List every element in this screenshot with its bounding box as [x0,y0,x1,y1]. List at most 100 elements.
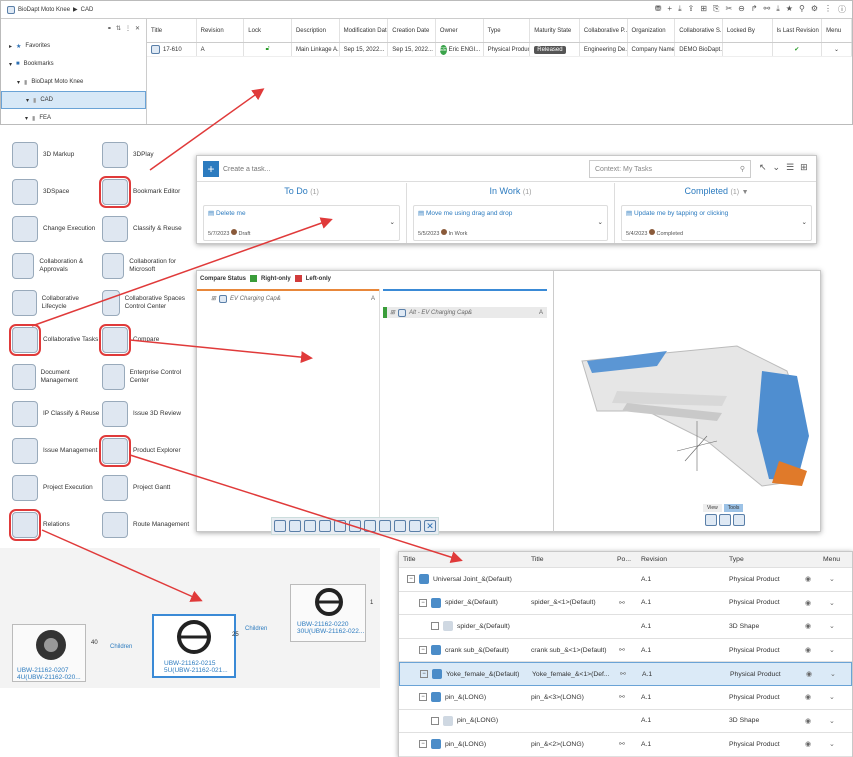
column-header[interactable]: Maturity State [530,19,580,42]
app-icon[interactable] [102,475,128,501]
app-icon[interactable] [12,364,36,390]
tab-view[interactable]: View [703,504,722,512]
section-icon[interactable] [719,514,731,526]
list-icon[interactable]: ☰ [786,162,795,172]
relation-node-center[interactable]: UBW-21162-0215 5U(UBW-21162-021... [152,614,236,678]
column-header[interactable]: Type [484,19,531,42]
column-header[interactable]: Owner [436,19,484,42]
collapse-icon[interactable]: ▾ [26,97,30,104]
breadcrumb-item[interactable]: BioDapt Moto Knee [18,6,71,13]
app-item[interactable]: Bookmark Editor [99,176,192,208]
app-icon[interactable] [12,142,38,168]
app-icon[interactable] [102,290,120,316]
eye-icon[interactable]: ◉ [805,623,811,631]
chevron-down-icon[interactable]: ⌄ [829,623,835,631]
more-icon[interactable]: ⋮ [824,4,832,13]
column-header[interactable]: Is Last Revision [773,19,823,42]
layers-icon[interactable] [364,520,376,532]
expand-icon[interactable]: − [419,646,427,655]
measure-icon[interactable] [733,514,745,526]
column-header[interactable]: Po... [617,556,631,563]
chevron-down-icon[interactable]: ⌄ [829,717,835,725]
binoculars-icon[interactable]: ⚭ [106,25,112,32]
chevron-down-icon[interactable]: ⌄ [801,219,807,226]
expand-icon[interactable]: − [420,670,428,679]
app-item[interactable]: Project Execution [12,475,102,501]
context-search-field[interactable]: Context: My Tasks⚲ [589,160,751,178]
app-item[interactable]: 3DSpace [12,179,102,205]
unlock-icon[interactable]: 🔓︎ [244,43,292,56]
expand-icon[interactable]: − [419,740,427,749]
upload-icon[interactable]: ⇪ [687,4,695,13]
column-header[interactable]: Title [147,19,197,42]
task-title[interactable]: ▤ Delete me [208,210,246,217]
app-item[interactable]: Enterprise Control Center [102,364,192,390]
collapse-icon[interactable]: ▾ [25,115,29,122]
split-icon[interactable] [334,520,346,532]
app-icon[interactable] [102,253,125,279]
column-header[interactable]: Type [729,556,744,563]
expand-icon[interactable]: ▸ [9,43,13,50]
app-item[interactable]: 3D Markup [12,142,102,168]
app-icon[interactable] [9,509,41,541]
table-row[interactable]: 17-610 A 🔓︎ Main Linkage A... Sep 15, 20… [147,43,852,57]
info-icon[interactable]: ⓘ [838,5,846,14]
tab-tools[interactable]: Tools [723,504,744,512]
eye-icon[interactable]: ◉ [806,671,812,679]
tree-item-favorites[interactable]: ▸★Favorites [1,37,146,55]
more-icon[interactable]: ⋮ [124,25,131,32]
app-icon[interactable] [12,179,38,205]
compare-right-row[interactable]: ⊞Alt - EV Charging Cap&A [383,307,547,318]
app-item[interactable]: Document Management [12,364,102,390]
collapse-icon[interactable]: ▾ [9,61,13,68]
column-header[interactable]: Title [531,556,544,563]
create-task-input[interactable] [223,161,585,177]
app-icon[interactable] [12,438,38,464]
app-item[interactable]: Change Execution [12,216,102,242]
chevron-down-icon[interactable]: ⌄ [829,694,835,702]
app-icon[interactable] [12,253,35,279]
filter-icon[interactable]: ▼ [741,189,749,196]
cursor-icon[interactable]: ↖ [759,162,767,172]
column-header[interactable]: Revision [641,556,668,563]
app-icon[interactable] [12,401,38,427]
relation-node-right[interactable]: UBW-21162-0220 30U(UBW-21162-022... [290,584,366,642]
home-icon[interactable] [274,520,286,532]
eye-icon[interactable]: ◉ [805,741,811,749]
delete-icon[interactable]: ⊖ [738,4,745,13]
download-icon[interactable]: ⤓ [776,4,780,13]
expand-icon[interactable]: − [407,575,415,584]
insert-icon[interactable]: ⤓ [678,4,682,13]
relation-node-left[interactable]: UBW-21162-0207 4U(UBW-21162-020... [12,624,86,682]
tree-item-project[interactable]: ▾▮BioDapt Moto Knee [1,73,146,91]
arrow-up-icon[interactable] [289,520,301,532]
star-icon[interactable]: ★ [785,4,793,13]
tree-item-bookmarks[interactable]: ▾■Bookmarks [1,55,146,73]
search-icon[interactable]: ⚲ [739,166,745,173]
settings-icon[interactable] [409,520,421,532]
app-item[interactable]: Collaborative Spaces Control Center [102,290,192,316]
app-icon[interactable] [102,401,128,427]
app-icon[interactable] [12,290,37,316]
share-icon[interactable]: ↱ [750,4,758,13]
search-icon[interactable]: ⚲ [798,4,805,13]
tree-item-fea[interactable]: ▾▮FEA [1,109,146,124]
task-card[interactable]: ▤ Delete me 5/7/2023 Draft ⌄ [203,205,400,241]
column-header[interactable]: Modification Date [340,19,389,42]
app-item[interactable]: Collaborative Lifecycle [12,290,102,316]
app-icon[interactable] [9,324,41,356]
link-icon[interactable]: ⚯ [763,4,771,13]
app-icon[interactable] [12,216,38,242]
chevron-down-icon[interactable]: ⌄ [829,576,835,584]
arrow-down-icon[interactable] [304,520,316,532]
app-item[interactable]: IP Classify & Reuse [12,401,102,427]
app-item[interactable]: Route Management [102,512,192,538]
breadcrumb-item[interactable]: CAD [80,6,94,13]
app-icon[interactable] [99,324,131,356]
column-header[interactable]: Locked By [723,19,773,42]
